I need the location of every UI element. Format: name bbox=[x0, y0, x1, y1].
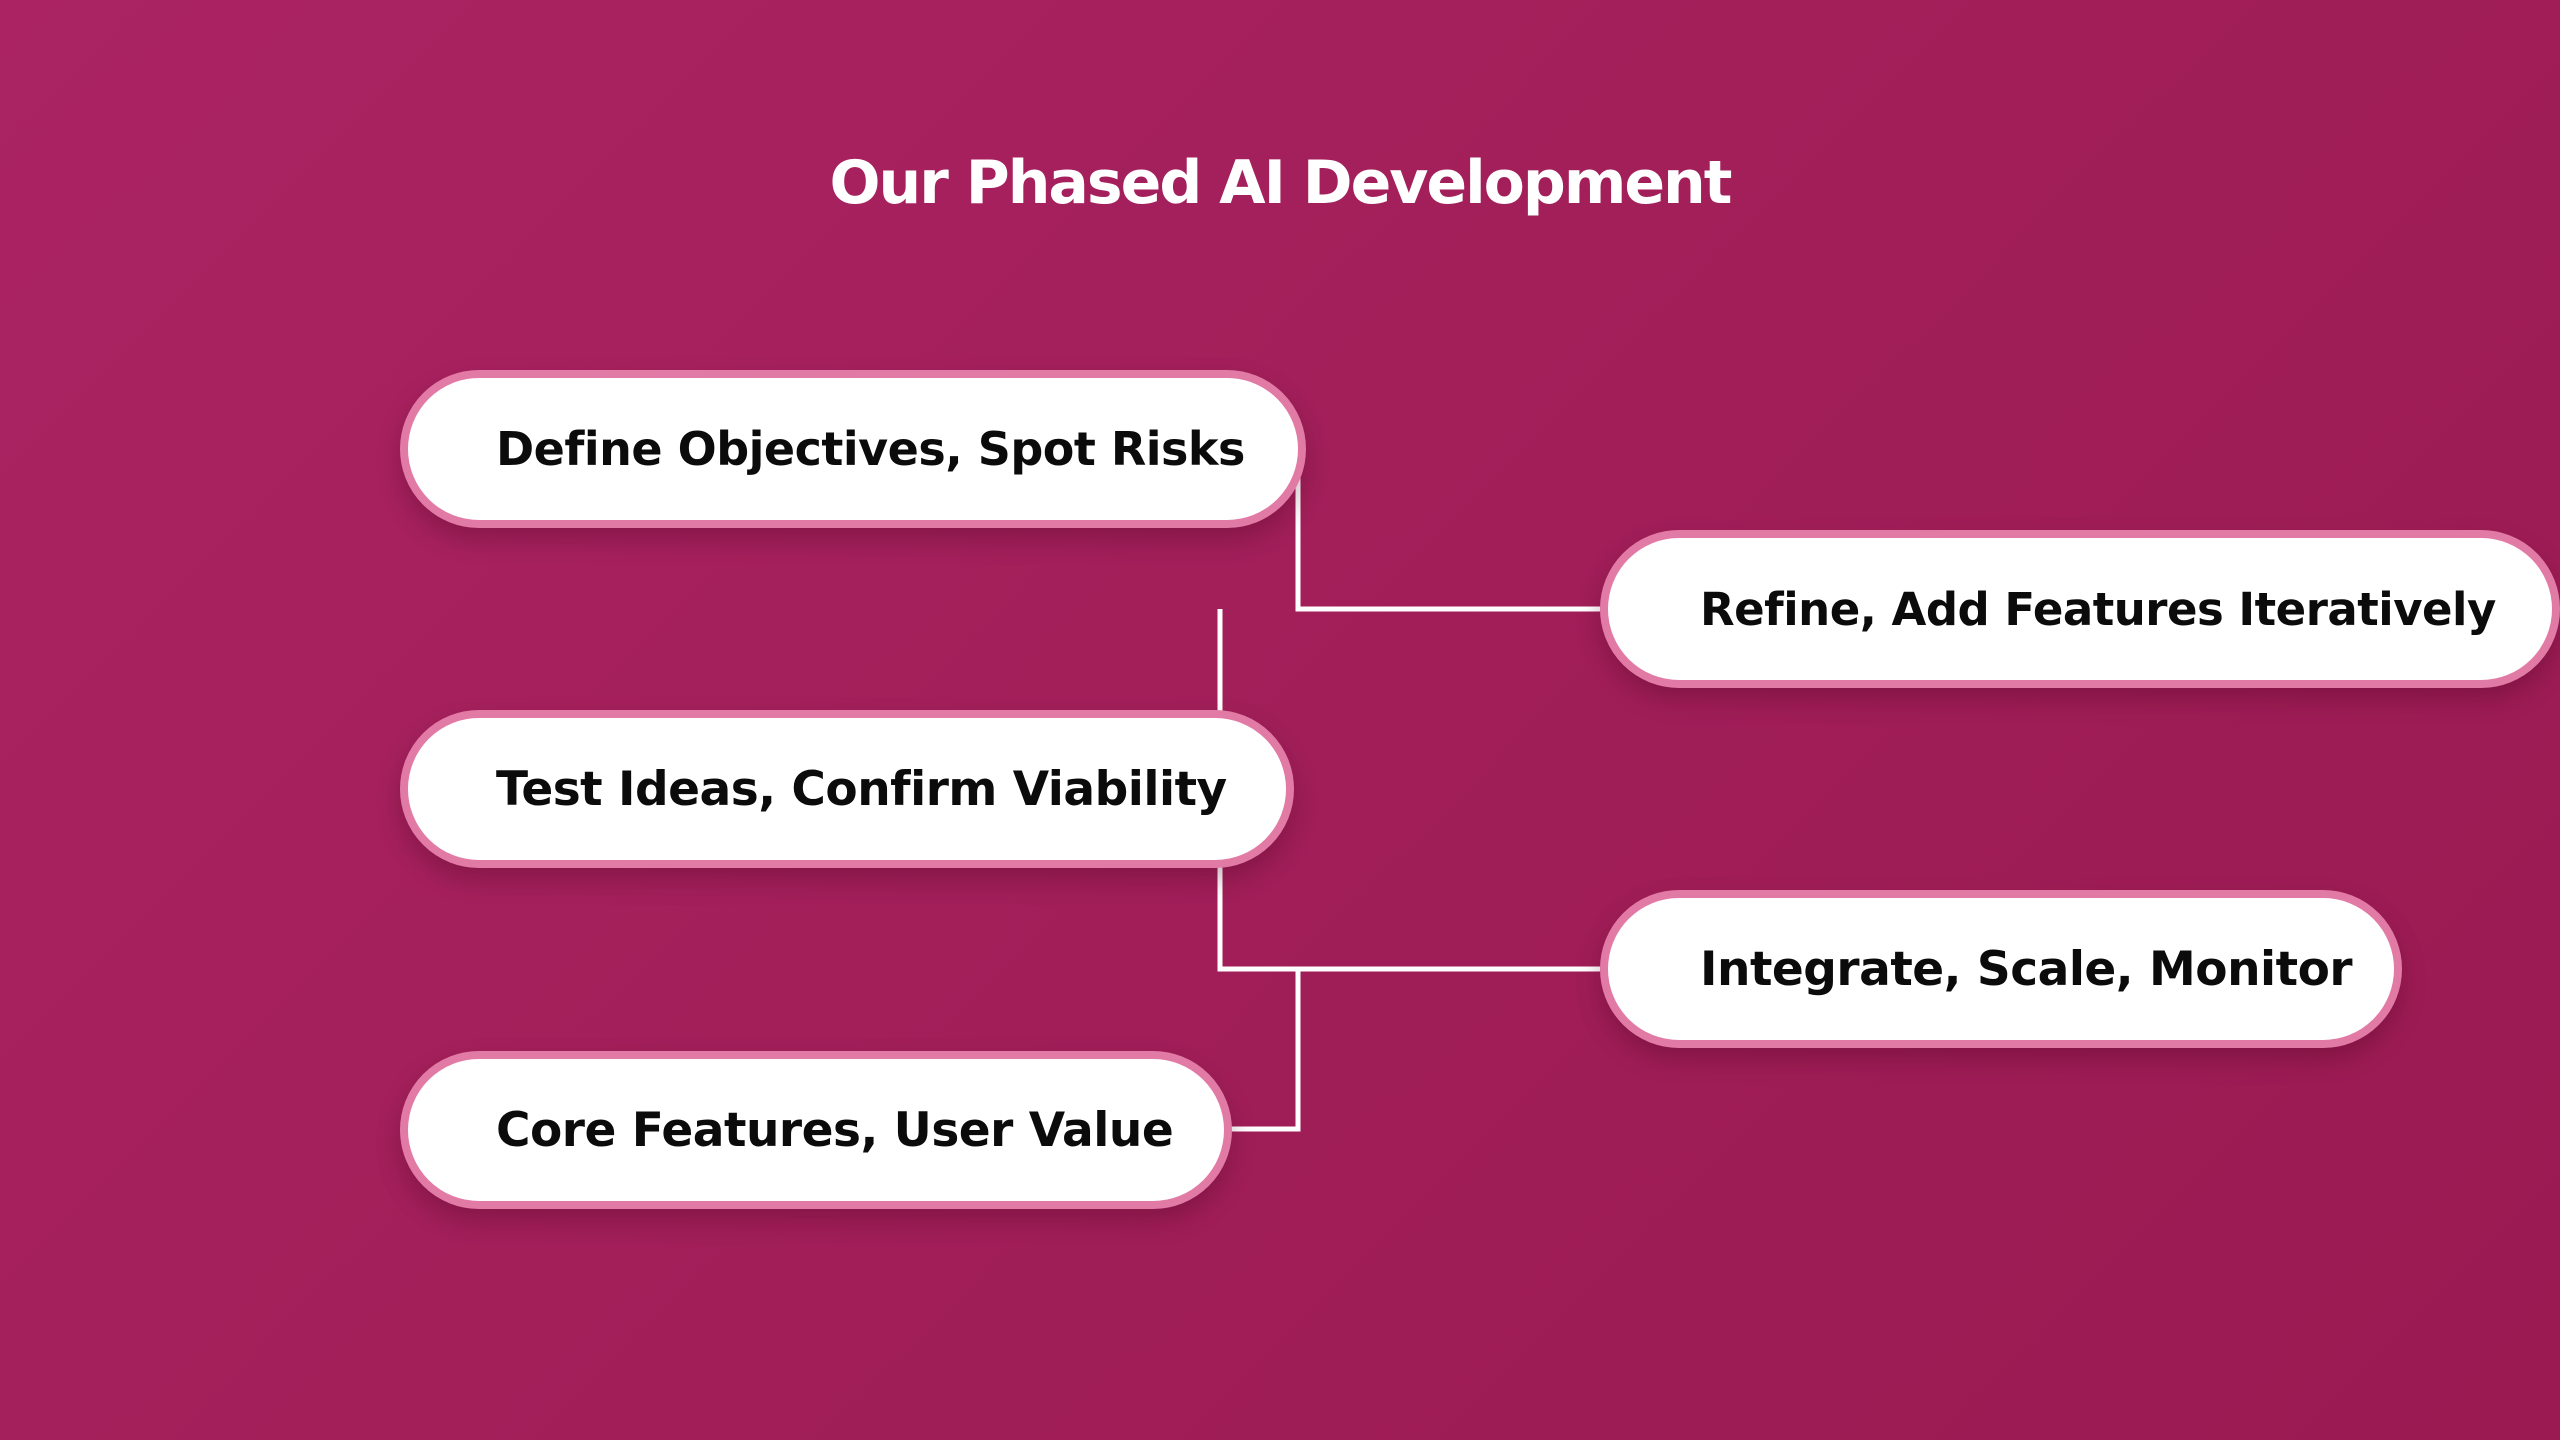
phase-define-objectives: Define Objectives, Spot Risks bbox=[400, 370, 1306, 528]
phase-test-ideas: Test Ideas, Confirm Viability bbox=[400, 710, 1294, 868]
page-title: Our Phased AI Development bbox=[829, 148, 1733, 218]
phase-label: Integrate, Scale, Monitor bbox=[1700, 941, 2353, 997]
phase-label: Core Features, User Value bbox=[496, 1102, 1174, 1158]
phase-label: Refine, Add Features Iteratively bbox=[1700, 582, 2496, 636]
phase-label: Define Objectives, Spot Risks bbox=[496, 422, 1245, 476]
phase-refine-iteratively: Refine, Add Features Iteratively bbox=[1600, 530, 2560, 688]
phase-label: Test Ideas, Confirm Viability bbox=[496, 761, 1227, 817]
connector-core-to-integrate bbox=[1230, 969, 1301, 1132]
connector-define-to-refine bbox=[1295, 449, 1600, 612]
phase-integrate-scale: Integrate, Scale, Monitor bbox=[1600, 890, 2402, 1048]
phase-core-features: Core Features, User Value bbox=[400, 1051, 1232, 1209]
connector-test-to-integrate bbox=[1217, 866, 1600, 972]
